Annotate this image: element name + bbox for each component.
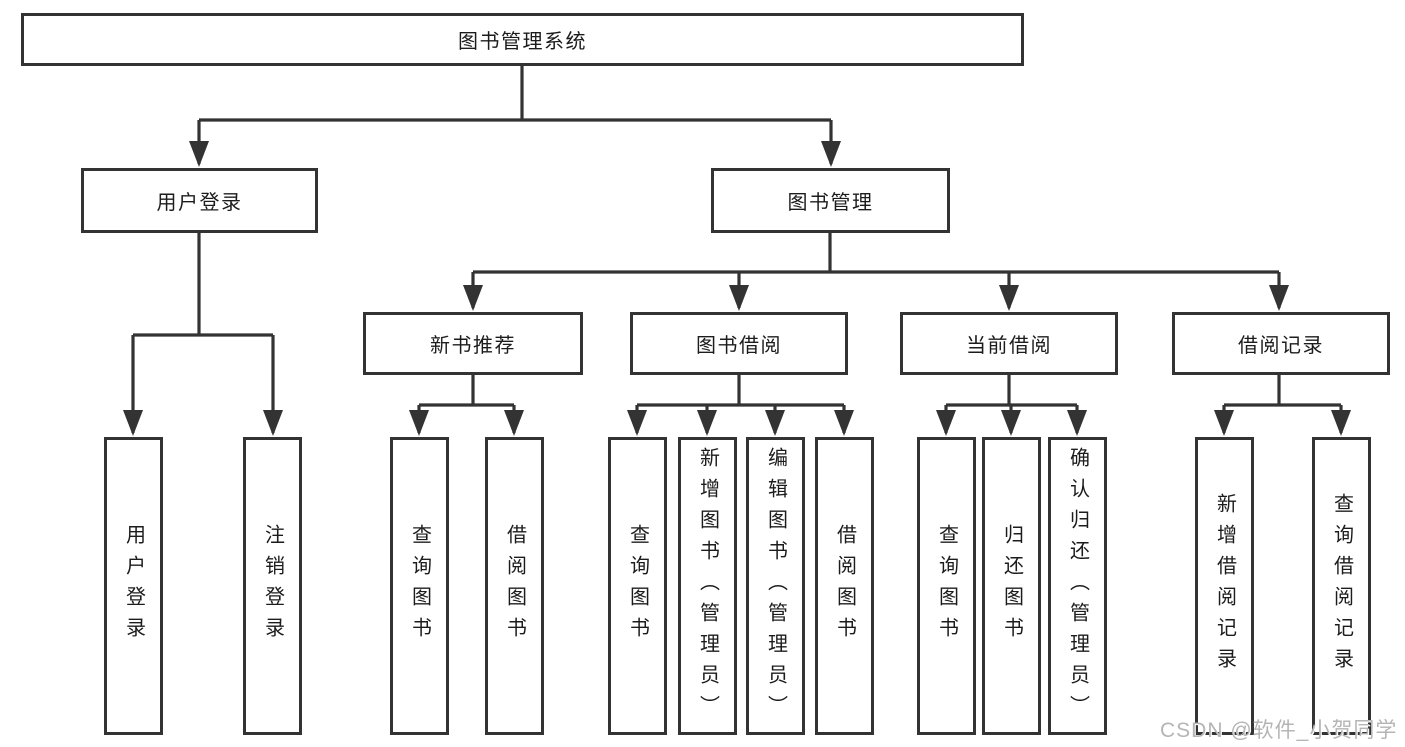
leaf-query-books-borrow: 查询图书 xyxy=(608,437,667,735)
node-borrow-records: 借阅记录 xyxy=(1172,312,1390,375)
node-borrow-records-label: 借阅记录 xyxy=(1238,335,1324,357)
node-new-book-recommend-label: 新书推荐 xyxy=(430,335,516,357)
node-new-book-recommend: 新书推荐 xyxy=(363,312,583,375)
node-book-management-label: 图书管理 xyxy=(787,192,874,214)
node-root-system: 图书管理系统 xyxy=(21,13,1024,66)
node-user-login-label: 用户登录 xyxy=(156,192,243,214)
connector-strokes xyxy=(131,66,1343,433)
node-user-login: 用户登录 xyxy=(81,168,318,233)
leaf-add-borrow-record: 新增借阅记录 xyxy=(1195,437,1254,735)
leaf-query-books-current-label: 查询图书 xyxy=(935,524,958,648)
node-book-management: 图书管理 xyxy=(711,168,950,233)
leaf-edit-books-admin-label: 编辑图书（管理员） xyxy=(764,446,787,726)
leaf-return-books-label: 归还图书 xyxy=(1000,524,1023,648)
node-book-borrow: 图书借阅 xyxy=(630,312,848,375)
leaf-query-books-borrow-label: 查询图书 xyxy=(626,524,649,648)
node-book-borrow-label: 图书借阅 xyxy=(696,335,782,357)
node-current-borrow: 当前借阅 xyxy=(900,312,1118,375)
leaf-user-login-label: 用户登录 xyxy=(122,524,145,648)
leaf-add-books-admin: 新增图书（管理员） xyxy=(678,437,737,735)
leaf-confirm-return-admin-label: 确认归还（管理员） xyxy=(1066,446,1089,726)
leaf-query-borrow-record-label: 查询借阅记录 xyxy=(1330,493,1353,679)
leaf-borrow-books-recommend-label: 借阅图书 xyxy=(503,524,526,648)
leaf-logout-label: 注销登录 xyxy=(261,524,284,648)
leaf-borrow-books-recommend: 借阅图书 xyxy=(485,437,544,735)
leaf-edit-books-admin: 编辑图书（管理员） xyxy=(746,437,805,735)
leaf-borrow-books: 借阅图书 xyxy=(815,437,874,735)
leaf-user-login: 用户登录 xyxy=(104,437,163,735)
arrowheads xyxy=(123,141,1351,436)
leaf-return-books: 归还图书 xyxy=(982,437,1041,735)
leaf-borrow-books-label: 借阅图书 xyxy=(833,524,856,648)
leaf-query-borrow-record: 查询借阅记录 xyxy=(1312,437,1371,735)
node-current-borrow-label: 当前借阅 xyxy=(966,335,1052,357)
leaf-logout: 注销登录 xyxy=(243,437,302,735)
leaf-query-books-recommend-label: 查询图书 xyxy=(408,524,431,648)
leaf-confirm-return-admin: 确认归还（管理员） xyxy=(1048,437,1107,735)
leaf-add-borrow-record-label: 新增借阅记录 xyxy=(1213,493,1236,679)
node-root-label: 图书管理系统 xyxy=(458,31,587,53)
leaf-add-books-admin-label: 新增图书（管理员） xyxy=(696,446,719,726)
leaf-query-books-current: 查询图书 xyxy=(917,437,976,735)
leaf-query-books-recommend: 查询图书 xyxy=(390,437,449,735)
csdn-watermark: CSDN @软件_小贺同学 xyxy=(1160,719,1398,742)
